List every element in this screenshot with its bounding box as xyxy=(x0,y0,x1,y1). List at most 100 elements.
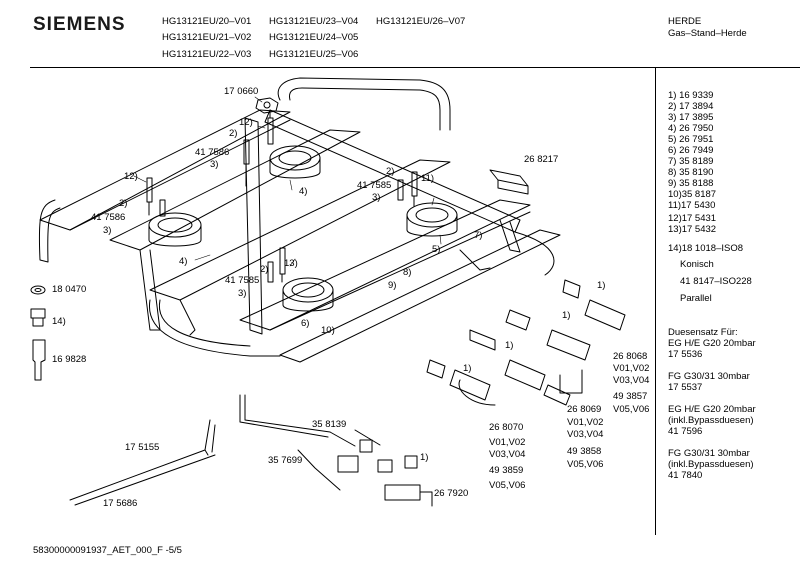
thermocouple-electrode xyxy=(146,109,418,283)
part-callout: 26 8070 xyxy=(489,422,524,433)
legend-item: 41 8147–ISO228 xyxy=(680,276,752,287)
part-callout: 14) xyxy=(52,316,66,327)
nozzle-set-entry: FG G30/31 30mbar xyxy=(668,448,750,459)
part-callout: 13) xyxy=(284,258,298,269)
nozzle-set-title: Duesensatz Für: xyxy=(668,327,738,338)
legend-item: 10)35 8187 xyxy=(668,189,717,200)
part-callout: V01,V02 xyxy=(489,437,526,448)
part-callout: 1) xyxy=(505,340,514,351)
document-id: 58300000091937_AET_000_F -5/5 xyxy=(33,545,182,556)
part-callout: 18 0470 xyxy=(52,284,87,295)
part-callout: 41 7585 xyxy=(225,275,260,286)
nozzle-set-entry: EG H/E G20 20mbar xyxy=(668,404,756,415)
fixing-nut xyxy=(255,97,279,114)
part-callout: 9) xyxy=(388,280,397,291)
nozzle-set-entry: 17 5536 xyxy=(668,349,703,360)
washer xyxy=(30,285,46,295)
part-callout: V05,V06 xyxy=(489,480,526,491)
part-callout: V05,V06 xyxy=(567,459,604,470)
part-callout: 12) xyxy=(239,117,253,128)
part-callout: 49 3858 xyxy=(567,446,602,457)
legend-item: 11)17 5430 xyxy=(668,200,716,211)
nozzle-set-entry: (inkl.Bypassduesen) xyxy=(668,415,754,426)
nozzle-set-entry: (inkl.Bypassduesen) xyxy=(668,459,754,470)
part-callout: 11) xyxy=(421,173,435,184)
subcategory-title: Gas–Stand–Herde xyxy=(668,28,747,39)
part-callout: 4) xyxy=(179,256,188,267)
legend-item: 8) 35 8190 xyxy=(668,167,714,178)
part-callout: 26 8069 xyxy=(567,404,602,415)
bracket xyxy=(489,169,529,195)
gas-inlet-pipe xyxy=(32,339,46,381)
model-number: HG13121EU/26–V07 xyxy=(376,16,466,27)
part-callout: 1) xyxy=(420,452,429,463)
part-callout: 16 9828 xyxy=(52,354,87,365)
nozzle-set-entry: FG G30/31 30mbar xyxy=(668,371,750,382)
part-callout: 5) xyxy=(432,244,441,255)
part-callout: V03,V04 xyxy=(489,449,526,460)
part-callout: 1) xyxy=(597,280,606,291)
part-callout: 3) xyxy=(103,225,112,236)
nozzle-set-entry: 17 5537 xyxy=(668,382,703,393)
part-callout: 3) xyxy=(372,192,381,203)
category-title: HERDE xyxy=(668,16,702,27)
nozzle-set-entry: EG H/E G20 20mbar xyxy=(668,338,756,349)
legend-item: 5) 26 7951 xyxy=(668,134,714,145)
legend-item: 2) 17 3894 xyxy=(668,101,714,112)
burner-bowl xyxy=(282,277,334,312)
part-callout: 49 3857 xyxy=(613,391,648,402)
legend-divider xyxy=(655,67,656,535)
part-callout: 2) xyxy=(260,264,269,275)
legend-item: 1) 16 9339 xyxy=(668,90,714,101)
nozzle-leader-lines xyxy=(329,369,583,447)
connector-fitting xyxy=(30,308,46,327)
legend-item: 12)17 5431 xyxy=(668,213,717,224)
part-callout: 26 8068 xyxy=(613,351,648,362)
model-number: HG13121EU/22–V03 xyxy=(162,49,252,60)
part-callout: 17 0660 xyxy=(224,86,259,97)
part-callout: V05,V06 xyxy=(613,404,650,415)
part-callout: 26 7920 xyxy=(434,488,469,499)
burner-bowl xyxy=(148,212,202,247)
part-callout: 3) xyxy=(238,288,247,299)
part-callout: 1) xyxy=(463,363,472,374)
gas-pipe xyxy=(69,394,341,506)
gas-tap xyxy=(426,279,626,406)
header-divider xyxy=(30,67,800,68)
burner-bowl xyxy=(406,202,458,237)
part-callout: 12) xyxy=(124,171,138,182)
part-callout: 2) xyxy=(229,128,238,139)
leader-line xyxy=(133,96,442,267)
part-callout: 7) xyxy=(474,230,483,241)
part-callout: 6) xyxy=(301,318,310,329)
part-callout: 41 7586 xyxy=(91,212,126,223)
legend-item: Konisch xyxy=(680,259,714,270)
fitting-parts xyxy=(337,439,433,507)
legend-item: 4) 26 7950 xyxy=(668,123,714,134)
part-callout: 2) xyxy=(386,166,395,177)
legend-item: 3) 17 3895 xyxy=(668,112,714,123)
part-callout: 17 5686 xyxy=(103,498,138,509)
part-callout: 3) xyxy=(210,159,219,170)
part-callout: 10) xyxy=(321,325,335,336)
part-callout: 8) xyxy=(403,267,412,278)
legend-item: 14)18 1018–ISO8 xyxy=(668,243,744,254)
burner-frame xyxy=(38,77,561,363)
legend-item: 9) 35 8188 xyxy=(668,178,714,189)
burner-bowl xyxy=(269,145,321,179)
legend-item: 13)17 5432 xyxy=(668,224,717,235)
part-callout: 2) xyxy=(119,198,128,209)
part-callout: 1) xyxy=(562,310,571,321)
part-callout: 35 7699 xyxy=(268,455,303,466)
part-callout: 17 5155 xyxy=(125,442,160,453)
part-callout: 41 7585 xyxy=(357,180,392,191)
legend-item: 7) 35 8189 xyxy=(668,156,714,167)
part-callout: V03,V04 xyxy=(567,429,604,440)
part-callout: 26 8217 xyxy=(524,154,559,165)
model-number: HG13121EU/24–V05 xyxy=(269,32,359,43)
part-callout: 49 3859 xyxy=(489,465,524,476)
part-callout: 4) xyxy=(299,186,308,197)
part-callout: V01,V02 xyxy=(613,363,650,374)
legend-item: Parallel xyxy=(680,293,712,304)
part-callout: V03,V04 xyxy=(613,375,650,386)
